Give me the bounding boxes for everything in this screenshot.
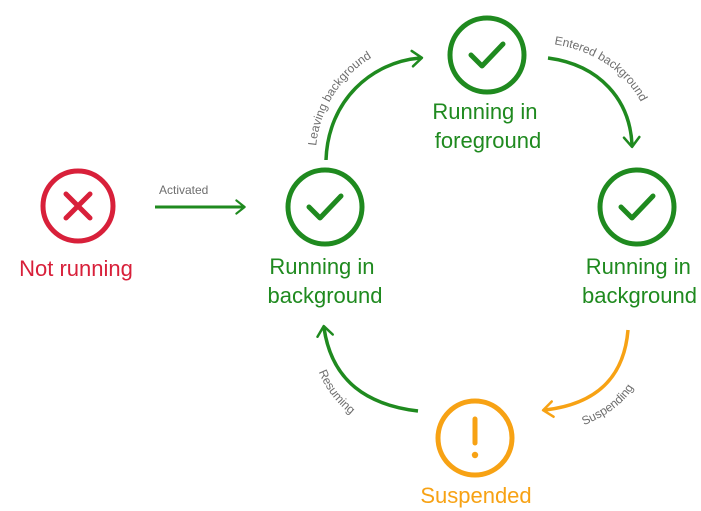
transition-activated: Activated: [155, 183, 246, 215]
leaving-background-arrow: [324, 49, 424, 161]
checkmark-icon: [468, 41, 506, 69]
suspending-label: Suspending: [579, 381, 636, 428]
transition-suspending: Suspending: [541, 329, 636, 428]
exclamation-icon: [471, 416, 479, 459]
running-foreground-circle: [447, 15, 527, 95]
running-background-right-label: Running in background: [582, 254, 697, 308]
state-suspended: Suspended: [420, 398, 532, 508]
resuming-label: Resuming: [316, 367, 358, 416]
suspended-label: Suspended: [420, 483, 531, 508]
checkmark-icon: [306, 193, 344, 221]
leaving-background-label: Leaving background: [305, 48, 373, 146]
transition-entered-background: Entered background: [547, 33, 651, 149]
suspending-arrow: [541, 329, 630, 418]
resuming-arrow: [316, 324, 419, 413]
running-background-right-circle: [597, 167, 677, 247]
running-foreground-label: Running in foreground: [432, 99, 543, 153]
entered-background-label: Entered background: [554, 33, 651, 103]
suspended-circle: [435, 398, 515, 478]
state-running-background-left: Running in background: [268, 167, 383, 308]
transition-leaving-background: Leaving background: [305, 48, 424, 161]
x-icon: [63, 191, 93, 221]
running-background-left-circle: [285, 167, 365, 247]
not-running-circle: [40, 168, 116, 244]
state-not-running: Not running: [19, 168, 133, 281]
running-background-left-label: Running in background: [268, 254, 383, 308]
activated-label: Activated: [159, 183, 208, 197]
entered-background-arrow: [547, 56, 641, 149]
state-running-foreground: Running in foreground: [432, 15, 543, 153]
state-running-background-right: Running in background: [582, 167, 697, 308]
not-running-label: Not running: [19, 256, 133, 281]
transition-resuming: Resuming: [316, 324, 419, 417]
checkmark-icon: [618, 193, 656, 221]
